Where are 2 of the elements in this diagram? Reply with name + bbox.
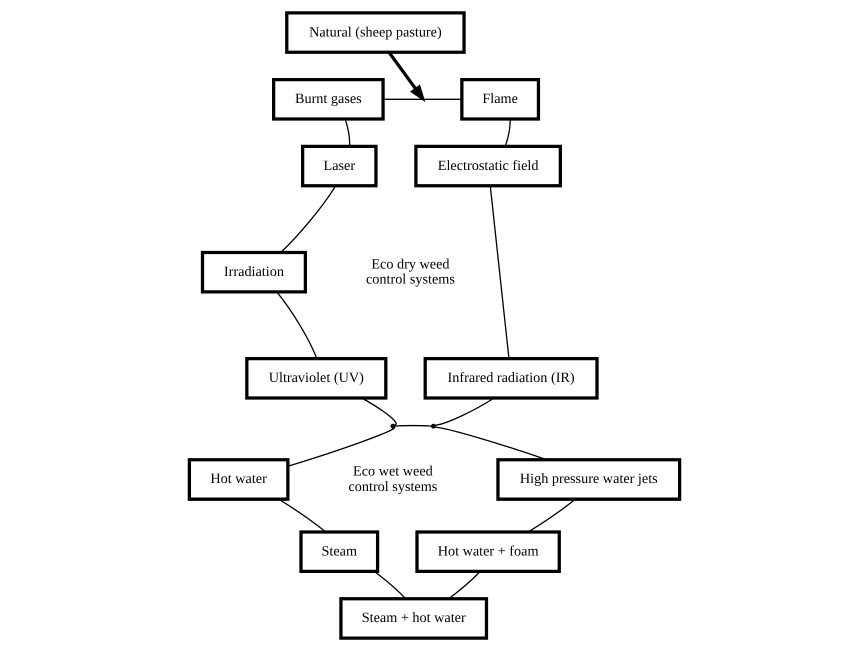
label: Eco wet weed control systems <box>348 464 437 495</box>
label: Eco dry weed control systems <box>365 256 454 288</box>
